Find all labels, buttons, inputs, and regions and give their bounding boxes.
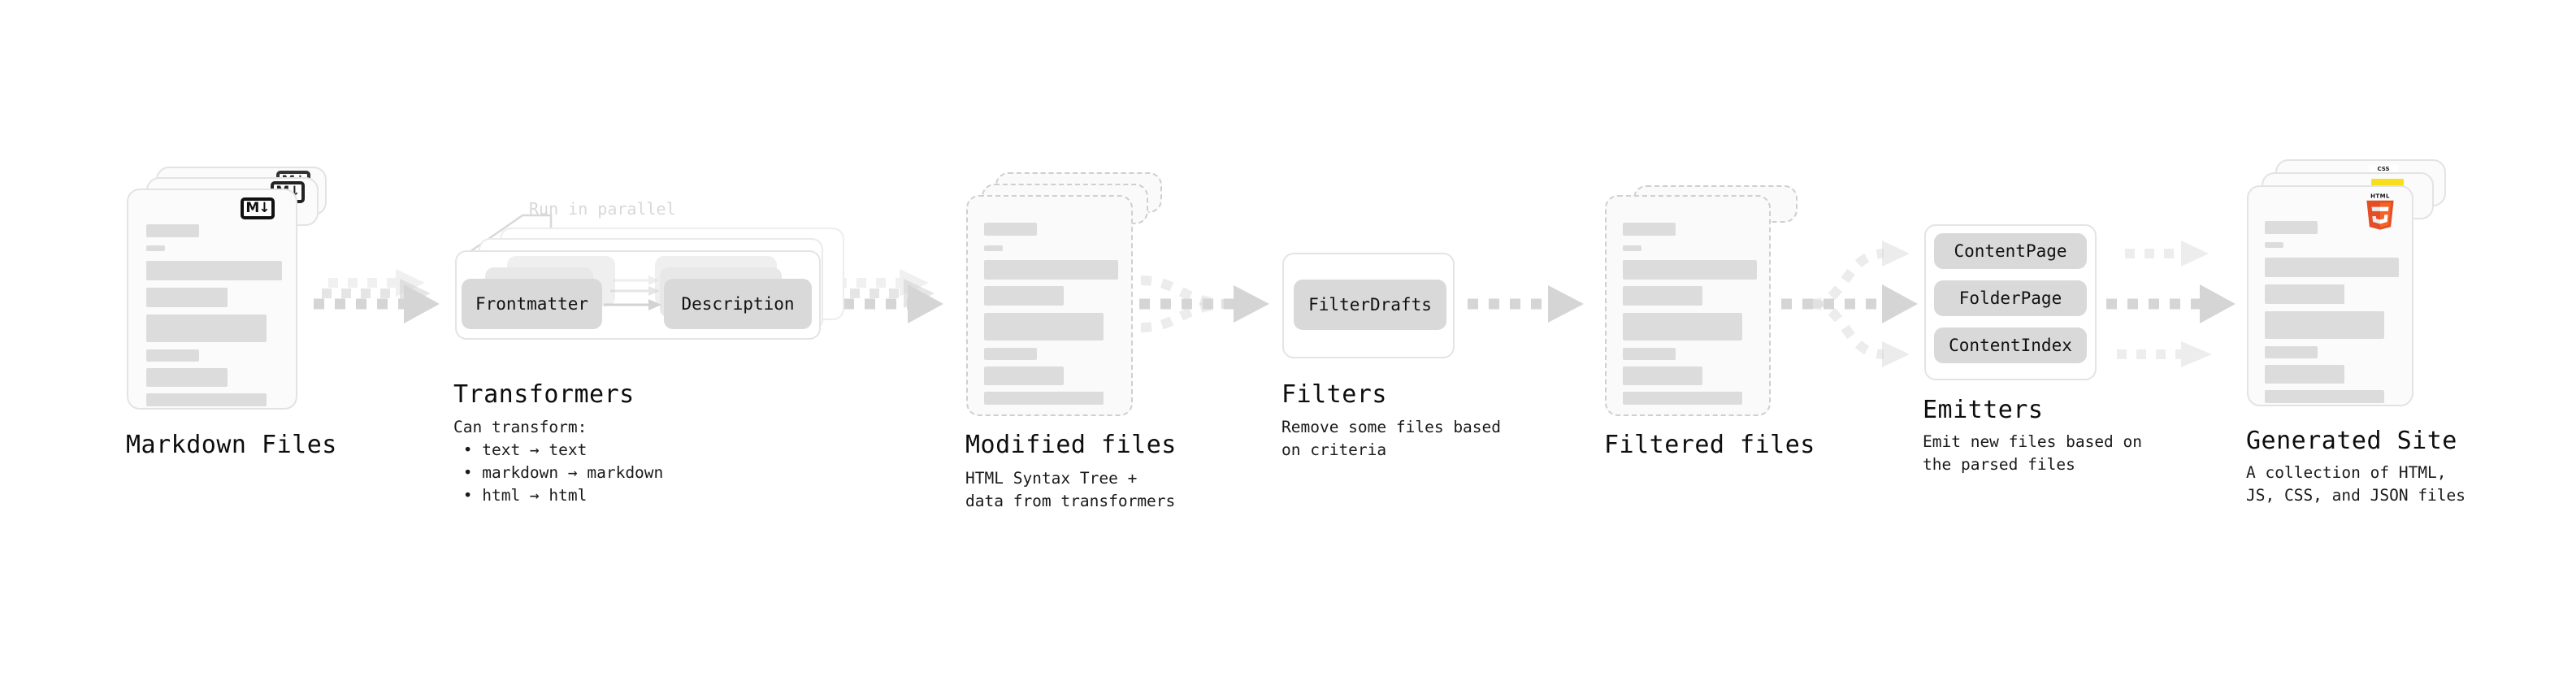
content-bar	[984, 313, 1104, 340]
stage-label-filtered-files: Filtered files	[1604, 431, 1815, 459]
content-bar	[146, 261, 282, 280]
content-bar	[146, 368, 228, 387]
svg-text:HTML: HTML	[2370, 193, 2390, 199]
content-bar	[984, 223, 1037, 236]
content-bar	[984, 367, 1064, 385]
filtered-file-card-front	[1605, 195, 1771, 416]
content-bar	[1623, 260, 1757, 280]
content-bar	[2265, 390, 2384, 403]
modified-file-card-front	[966, 195, 1133, 416]
content-bar	[1623, 286, 1702, 306]
content-bar	[984, 245, 1003, 251]
content-bar	[2265, 346, 2318, 358]
content-bar	[2265, 221, 2318, 234]
content-bar	[1623, 392, 1742, 405]
content-bar	[146, 393, 267, 406]
content-bar	[2265, 284, 2344, 304]
content-bar	[984, 348, 1037, 360]
stage-desc-filters: Remove some files based on criteria	[1281, 418, 1502, 459]
stage-label-filters: Filters	[1281, 380, 1387, 409]
connector-emitters-to-site	[2106, 241, 2236, 367]
stage-desc-transformers: Can transform: • text → text • markdown …	[453, 418, 664, 505]
connector-transformers-to-modified	[822, 269, 943, 323]
content-bar	[2265, 242, 2283, 248]
stage-desc-modified-files: HTML Syntax Tree + data from transformer…	[965, 469, 1176, 510]
content-bar	[984, 392, 1104, 405]
content-bar	[984, 286, 1064, 306]
filter-chip-filterdrafts[interactable]: FilterDrafts	[1294, 280, 1446, 330]
connector-md-to-transformers	[314, 269, 440, 323]
content-bar	[146, 314, 267, 342]
emitter-chip-contentindex[interactable]: ContentIndex	[1934, 327, 2087, 363]
stage-label-modified-files: Modified files	[965, 431, 1177, 459]
stage-desc-generated-site: A collection of HTML, JS, CSS, and JSON …	[2246, 463, 2466, 505]
content-bar	[2265, 365, 2344, 384]
stage-label-markdown-files: Markdown Files	[126, 431, 337, 459]
connector-modified-to-filters	[1139, 275, 1269, 332]
content-bar	[1623, 223, 1676, 236]
stage-label-generated-site: Generated Site	[2246, 427, 2457, 455]
content-bar	[1623, 367, 1702, 385]
content-bar	[2265, 311, 2384, 339]
content-bar	[2265, 258, 2399, 277]
transformer-chip-description[interactable]: Description	[664, 279, 812, 329]
transformer-chip-frontmatter[interactable]: Frontmatter	[462, 279, 602, 329]
content-bar	[146, 224, 199, 237]
run-in-parallel-annotation: Run in parallel	[529, 199, 676, 219]
connector-filtered-to-emitters	[1781, 241, 1918, 367]
emitter-chip-contentpage[interactable]: ContentPage	[1934, 233, 2087, 269]
emitter-chip-folderpage[interactable]: FolderPage	[1934, 280, 2087, 316]
markdown-file-card-front	[127, 189, 297, 410]
content-bar	[1623, 348, 1676, 360]
svg-text:CSS: CSS	[2377, 166, 2389, 172]
content-bar	[1623, 313, 1742, 340]
markdown-badge-front: M↓	[241, 197, 275, 219]
connector-filters-to-filtered	[1468, 285, 1584, 323]
stage-label-transformers: Transformers	[453, 380, 635, 409]
content-bar	[1623, 245, 1641, 251]
content-bar	[146, 245, 165, 251]
content-bar	[146, 349, 199, 362]
content-bar	[146, 288, 228, 307]
stage-label-emitters: Emitters	[1923, 396, 2044, 424]
transformer-inner-arrows	[604, 275, 661, 310]
stage-desc-emitters: Emit new files based on the parsed files	[1923, 432, 2143, 474]
content-bar	[984, 260, 1118, 280]
html5-icon: HTML	[2366, 193, 2394, 230]
